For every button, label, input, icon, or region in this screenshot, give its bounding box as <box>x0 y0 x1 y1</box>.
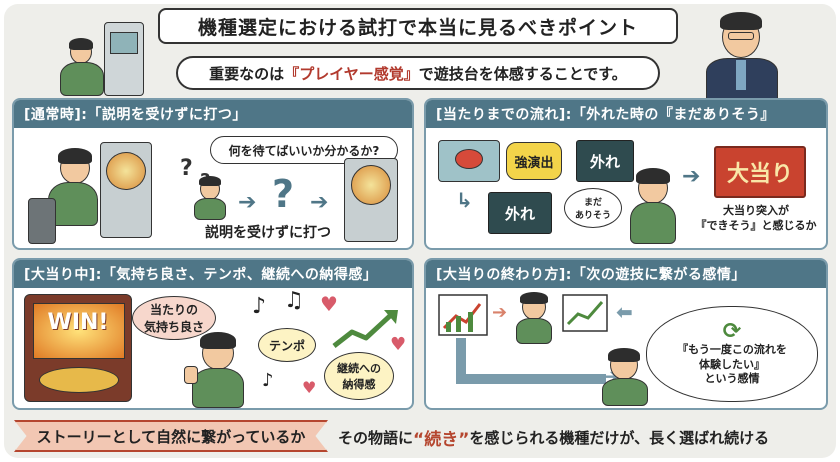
heart-icon: ♥ <box>320 292 338 316</box>
miss-box-2: 外れ <box>488 192 552 234</box>
arrow-left-icon: ⬅ <box>616 300 633 324</box>
cycle-icon: ⟳ <box>722 318 742 344</box>
continue-bubble: 継続への 納得感 <box>324 352 394 400</box>
footer-message: その物語に “続き” を感じられる機種だけが、長く選ばれ続ける <box>338 422 834 452</box>
still-possible-bubble: まだ ありそう <box>564 188 622 228</box>
jackpot-box: 大当り <box>714 146 806 198</box>
question-mark-1: ? <box>180 156 193 181</box>
presenter-illustration <box>700 8 784 104</box>
replay-thought-bubble: ⟳ 『もう一度この流れを 体験したい』 という感情 <box>646 306 818 402</box>
page-title: 機種選定における試打で本当に見るべきポイント <box>158 8 678 44</box>
music-note-icon: ♪ <box>252 294 267 319</box>
subtitle-highlight: 『プレイヤー感覚』 <box>284 64 419 83</box>
chart-icon <box>438 294 488 336</box>
arrow-down-right-icon: ↳ <box>456 188 473 212</box>
panel-flow-header: [当たりまでの流れ]:「外れた時の『まだありそう』 <box>426 100 826 128</box>
panel-during-header: [大当り中]:「気持ち良さ、テンポ、継続への納得感」 <box>14 260 412 288</box>
rising-trend-icon <box>332 310 398 348</box>
footer-prefix: その物語に <box>338 428 414 447</box>
return-line <box>456 338 606 384</box>
panel-end: [大当りの終わり方]:「次の遊技に繋がる感情」 ➔ ⬅ ➔ ⟳ 『もう一度この流… <box>424 258 828 410</box>
flow-caption: 大当り突入が 『できそう』と感じるか <box>695 204 817 232</box>
footer-suffix: を感じられる機種だけが、長く選ばれ続ける <box>469 428 770 447</box>
win-text: WIN! <box>47 310 109 335</box>
subtitle: 重要なのは 『プレイヤー感覚』 で遊技台を体感することです。 <box>176 56 660 90</box>
normal-caption: 説明を受けずに打つ <box>205 225 331 241</box>
arrow-right-icon: ➔ <box>310 190 329 215</box>
panel-end-header: [大当りの終わり方]:「次の遊技に繋がる感情」 <box>426 260 826 288</box>
thinking-player-illustration <box>628 168 678 248</box>
heart-icon: ♥ <box>302 378 317 397</box>
replay-thought-text: 『もう一度この流れを 体験したい』 という感情 <box>677 342 787 386</box>
tempo-bubble: テンポ <box>258 328 316 362</box>
panel-normal: [通常時]:「説明を受けずに打つ」 何を待てばいいか分かるか? ? ? ➔ ? … <box>12 98 414 250</box>
player-illustration <box>514 292 554 346</box>
player-at-machine-illustration <box>52 20 162 100</box>
chart-icon <box>562 294 608 332</box>
music-note-icon: ♪ <box>262 370 274 391</box>
happy-player-illustration <box>184 332 254 408</box>
panel-normal-header: [通常時]:「説明を受けずに打つ」 <box>14 100 412 128</box>
arrow-right-icon: ➔ <box>238 190 257 215</box>
arrow-right-icon: ➔ <box>682 164 701 189</box>
strong-effect-burst: 強演出 <box>506 142 562 180</box>
footer-quote: “続き” <box>413 429 470 450</box>
player-illustration <box>28 138 158 246</box>
good-feeling-bubble: 当たりの 気持ち良さ <box>132 296 216 340</box>
heart-icon: ♥ <box>390 334 407 355</box>
subtitle-prefix: 重要なのは <box>209 64 285 83</box>
thinking-player-illustration <box>600 348 650 408</box>
arrow-right-icon: ➔ <box>492 302 508 323</box>
panel-flow: [当たりまでの流れ]:「外れた時の『まだありそう』 強演出 外れ ↳ 外れ まだ… <box>424 98 828 250</box>
miss-box-1: 外れ <box>576 140 634 182</box>
button-screen-icon <box>438 140 500 182</box>
big-question-icon: ? <box>272 172 295 216</box>
panel-during: [大当り中]:「気持ち良さ、テンポ、継続への納得感」 WIN! 当たりの 気持ち… <box>12 258 414 410</box>
pachinko-machine-icon <box>344 158 398 242</box>
music-note-icon: ♫ <box>284 288 304 313</box>
footer-banner: ストーリーとして自然に繋がっているか <box>14 420 328 452</box>
subtitle-suffix: で遊技台を体感することです。 <box>418 64 627 83</box>
win-screen-icon <box>24 294 132 402</box>
confused-player-illustration <box>192 176 228 222</box>
